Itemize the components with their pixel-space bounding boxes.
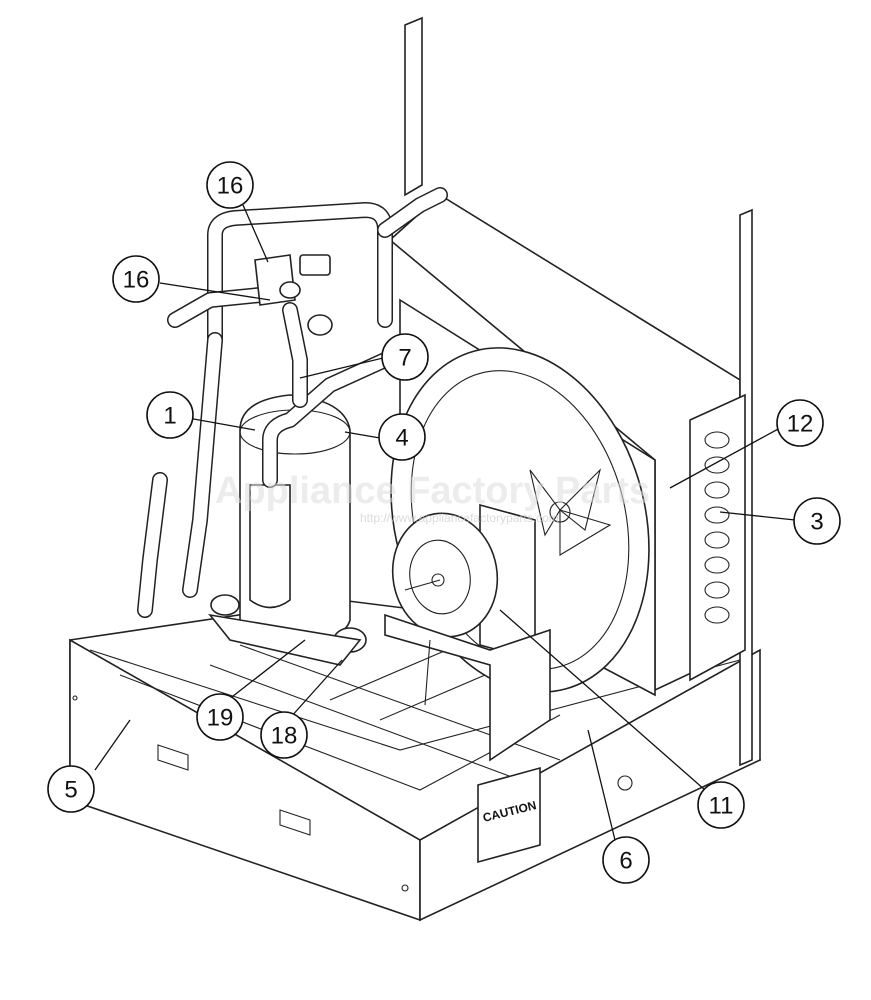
fan-motor bbox=[384, 503, 551, 762]
callout-16-top: 16 bbox=[206, 161, 254, 209]
callout-label: 11 bbox=[709, 793, 734, 820]
callout-label: 16 bbox=[123, 267, 150, 294]
fan-blade bbox=[529, 468, 612, 556]
callout-label: 3 bbox=[810, 509, 823, 536]
callout-label: 12 bbox=[787, 411, 814, 438]
caution-label: CAUTION bbox=[477, 766, 541, 864]
callout-16-left: 16 bbox=[112, 255, 160, 303]
callout-label: 4 bbox=[395, 425, 408, 452]
callout-5: 5 bbox=[47, 765, 95, 813]
callout-7: 7 bbox=[381, 333, 429, 381]
callout-label: 16 bbox=[217, 173, 244, 200]
callout-label: 19 bbox=[207, 705, 234, 732]
callout-label: 1 bbox=[163, 403, 176, 430]
leader-lines bbox=[94, 204, 796, 841]
watermark-text: Appliance Factory Parts bbox=[215, 470, 650, 512]
callout-label: 18 bbox=[271, 723, 298, 750]
reversing-valve bbox=[254, 254, 333, 336]
callout-19: 19 bbox=[196, 693, 244, 741]
watermark: Appliance Factory Parts http://www.appli… bbox=[215, 470, 650, 525]
callout-12: 12 bbox=[776, 399, 824, 447]
callout-1: 1 bbox=[146, 391, 194, 439]
callout-4: 4 bbox=[378, 413, 426, 461]
callout-label: 7 bbox=[398, 345, 411, 372]
compressor bbox=[208, 394, 367, 666]
watermark-url: http://www.appliancefactoryparts.com bbox=[360, 511, 559, 525]
callout-label: 5 bbox=[64, 777, 77, 804]
callout-11: 11 bbox=[697, 781, 745, 829]
callout-6: 6 bbox=[602, 836, 650, 884]
callout-18: 18 bbox=[260, 711, 308, 759]
refrigerant-tubing bbox=[137, 187, 448, 618]
condenser-coil-loops bbox=[704, 431, 730, 624]
callouts: 16 16 7 1 4 12 3 19 bbox=[47, 161, 841, 884]
callout-3: 3 bbox=[793, 497, 841, 545]
callout-label: 6 bbox=[619, 848, 632, 875]
